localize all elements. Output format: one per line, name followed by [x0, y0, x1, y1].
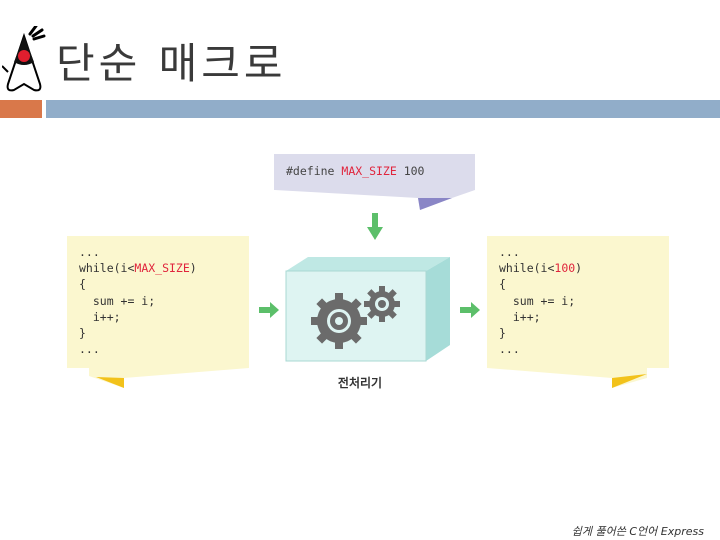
accent-bar-blue	[46, 100, 720, 118]
code-line: {	[499, 277, 506, 292]
code-line: sum += i;	[499, 293, 576, 308]
right-arrow-icon	[460, 302, 480, 318]
code-line: }	[79, 326, 86, 341]
slide-title: 단순 매크로	[56, 39, 287, 88]
define-directive: #define MAX_SIZE 100	[286, 164, 424, 178]
code-line: ...	[79, 245, 100, 259]
code-line: ...	[499, 342, 520, 357]
right-arrow-icon	[259, 302, 279, 318]
preprocessor-label: 전처리기	[337, 376, 383, 390]
code-line: {	[79, 277, 86, 292]
down-arrow-icon	[367, 213, 383, 240]
code-line: while(i<	[79, 261, 135, 276]
code-line: i++;	[79, 309, 121, 324]
code-line: ...	[79, 342, 100, 357]
before-code-note	[67, 236, 249, 368]
define-keyword: #define	[286, 164, 342, 178]
code-fragment: )	[575, 261, 583, 276]
macro-reference: MAX_SIZE	[134, 261, 190, 276]
macro-name: MAX_SIZE	[341, 164, 397, 178]
java-duke-icon	[2, 26, 46, 92]
gears-icon	[311, 286, 400, 349]
accent-bar-orange	[0, 100, 42, 118]
before-code-block: ... while(i<MAX_SIZE) { sum += i; i++; }…	[79, 244, 197, 357]
after-code-block: ... while(i<100) { sum += i; i++; } ...	[499, 244, 582, 357]
code-line: }	[499, 326, 506, 341]
code-line: while(i<	[499, 261, 555, 276]
code-line: i++;	[499, 309, 541, 324]
after-code-note	[487, 236, 669, 368]
macro-value: 100	[396, 164, 425, 178]
code-line: sum += i;	[79, 293, 156, 308]
code-fragment: )	[189, 261, 197, 276]
code-line: ...	[499, 245, 520, 259]
slide-footer: 쉽게 풀어쓴 C언어 Express	[571, 525, 704, 538]
preprocessor-box	[285, 257, 450, 362]
define-box	[274, 154, 475, 190]
substituted-value: 100	[554, 261, 576, 276]
